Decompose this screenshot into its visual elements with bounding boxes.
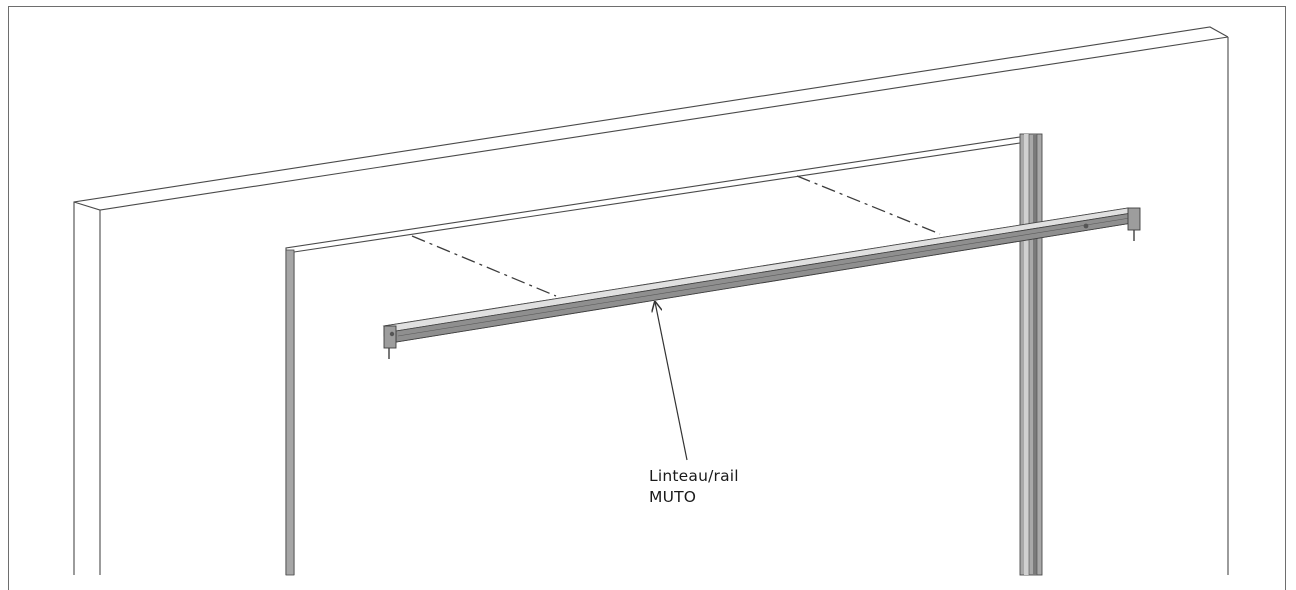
callout-leader-arrow (655, 302, 688, 461)
vertical-post (1019, 133, 1043, 576)
wall-outline (73, 26, 1229, 575)
alignment-lines (411, 175, 941, 297)
rail-bracket-right (1127, 207, 1141, 231)
door-opening (285, 136, 1021, 575)
opening-left-jamb (285, 249, 295, 576)
callout-line-1: Linteau/rail (649, 467, 739, 485)
rail-muto (382, 207, 1141, 359)
rail-callout-label: Linteau/rail MUTO (649, 466, 739, 508)
rail-bracket-left (383, 325, 397, 349)
callout-line-2: MUTO (649, 488, 697, 506)
